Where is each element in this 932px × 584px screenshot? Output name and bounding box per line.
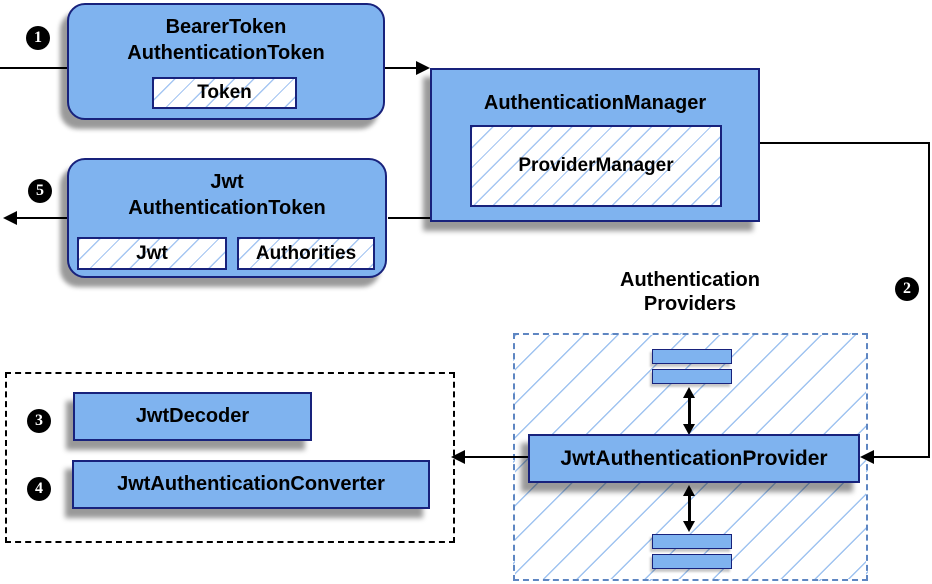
edge-jwt-token-out bbox=[14, 217, 67, 219]
jwt-token-title-line1: Jwt bbox=[210, 171, 244, 193]
arrowhead-jwt-token-out-icon bbox=[3, 211, 17, 225]
step-3-badge: 3 bbox=[27, 409, 51, 433]
provider-placeholder-rect bbox=[652, 554, 732, 569]
provider-placeholder-rect bbox=[652, 349, 732, 364]
arrowhead-providers-list-bottom-down-icon bbox=[683, 521, 695, 532]
step-2-badge: 2 bbox=[895, 277, 919, 301]
arrowhead-bearer-to-manager-icon bbox=[416, 61, 430, 75]
step-4-badge: 4 bbox=[27, 477, 51, 501]
provider-placeholder-rect bbox=[652, 534, 732, 549]
edge-bearer-to-manager bbox=[385, 67, 418, 69]
arrowhead-providers-list-top-up-icon bbox=[683, 387, 695, 398]
field-provider-manager: ProviderManager bbox=[470, 125, 722, 207]
arrowhead-manager-to-provider-icon bbox=[860, 450, 874, 464]
edge-providers-list-top bbox=[688, 396, 691, 426]
jwt-token-title-line2: AuthenticationToken bbox=[128, 197, 326, 219]
node-jwt-authentication-provider: JwtAuthenticationProvider bbox=[528, 434, 860, 483]
bearer-token-title-line1: BearerToken bbox=[165, 16, 287, 38]
edge-provider-to-decoder-group bbox=[464, 456, 528, 458]
authentication-providers-title: Authentication Providers bbox=[540, 268, 840, 316]
edge-manager-to-provider-side bbox=[928, 142, 930, 458]
field-authorities: Authorities bbox=[237, 237, 375, 270]
node-authentication-manager: AuthenticationManager ProviderManager bbox=[430, 68, 760, 222]
edge-incoming-request bbox=[0, 67, 67, 69]
authentication-providers-title-line2: Providers bbox=[643, 293, 737, 315]
field-jwt: Jwt bbox=[77, 237, 227, 270]
edge-manager-to-provider-top bbox=[760, 142, 930, 144]
node-jwt-decoder: JwtDecoder bbox=[73, 392, 312, 441]
edge-providers-list-bottom bbox=[688, 494, 691, 523]
step-5-badge: 5 bbox=[28, 179, 52, 203]
provider-placeholder-rect bbox=[652, 369, 732, 384]
node-jwt-authentication-converter: JwtAuthenticationConverter bbox=[72, 460, 430, 509]
bearer-token-title-line2: AuthenticationToken bbox=[127, 42, 325, 64]
arrowhead-provider-to-decoder-icon bbox=[451, 450, 465, 464]
arrowhead-providers-list-top-down-icon bbox=[683, 424, 695, 435]
arrowhead-providers-list-bottom-up-icon bbox=[683, 485, 695, 496]
edge-manager-to-jwt-token bbox=[388, 217, 430, 219]
field-token: Token bbox=[152, 77, 297, 109]
step-1-badge: 1 bbox=[26, 26, 50, 50]
authentication-manager-title: AuthenticationManager bbox=[483, 92, 707, 114]
edge-manager-to-provider-bottom bbox=[872, 456, 930, 458]
node-jwt-authentication-token: Jwt AuthenticationToken Jwt Authorities bbox=[67, 158, 387, 278]
node-bearer-token-authentication-token: BearerToken AuthenticationToken Token bbox=[67, 3, 385, 120]
authentication-providers-title-line1: Authentication bbox=[620, 269, 760, 291]
